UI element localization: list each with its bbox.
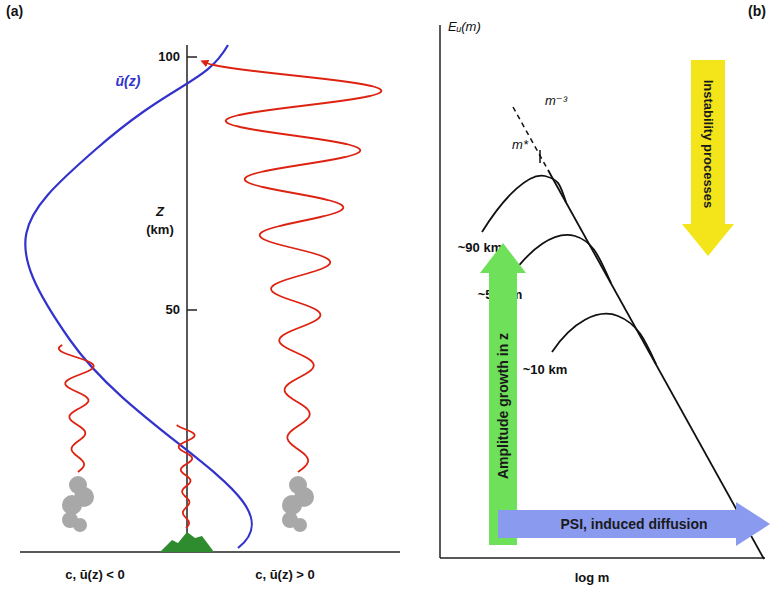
dashed-extension: [513, 107, 548, 170]
label: 50: [166, 303, 180, 317]
spectrum-90km: [482, 176, 566, 232]
spectrum-10km: [552, 314, 656, 364]
label: Z: [156, 205, 164, 219]
process-arrow: Amplitude growth in z: [480, 243, 526, 545]
label: m*: [512, 138, 528, 152]
tick: [187, 56, 197, 58]
wavenumber-axis: [440, 557, 765, 559]
gravity-wave: [177, 425, 195, 528]
label: 100: [158, 50, 180, 64]
spectrum-50km: [508, 235, 611, 283]
saturated-spectrum: [548, 170, 764, 559]
label: log m: [575, 571, 610, 585]
label: c, ū(z) < 0: [65, 568, 125, 582]
label: (b): [748, 4, 766, 19]
arrow-label: Instability processes: [702, 80, 715, 209]
tick: [187, 309, 197, 311]
label: ū(z): [116, 74, 141, 89]
arrow-label: PSI, induced diffusion: [561, 517, 708, 531]
label: (a): [6, 4, 23, 19]
cloud: [62, 476, 94, 532]
cloud: [282, 476, 314, 532]
peak-tick: [539, 150, 541, 163]
label: m⁻³: [545, 94, 567, 108]
mountain: [160, 532, 214, 552]
label: Eᵤ(m): [448, 20, 481, 34]
gravity-wave: [204, 62, 381, 472]
label: (km): [146, 223, 173, 237]
process-arrow: Instability processes: [682, 60, 734, 256]
label: c, ū(z) > 0: [255, 568, 315, 582]
gravity-wave: [59, 345, 94, 472]
energy-axis: [439, 25, 441, 558]
arrow-label: Amplitude growth in z: [496, 333, 510, 479]
wind-profile: [25, 45, 252, 548]
process-arrow: PSI, induced diffusion: [498, 502, 770, 546]
label: ~10 km: [523, 363, 567, 377]
